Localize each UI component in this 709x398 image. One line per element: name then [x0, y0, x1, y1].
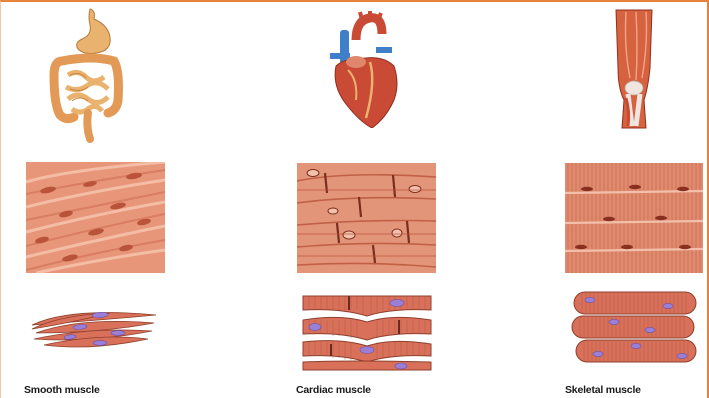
smooth-muscle-micrograph — [26, 162, 165, 273]
skeletal-muscle-micrograph — [565, 163, 703, 273]
skeletal-muscle-diagram — [570, 290, 698, 372]
heart-icon — [326, 10, 398, 128]
smooth-muscle-diagram — [30, 303, 158, 351]
leg-muscles-icon — [610, 8, 658, 130]
cardiac-muscle-diagram — [301, 290, 433, 372]
cardiac-muscle-micrograph — [297, 163, 436, 273]
label-smooth-muscle: Smooth muscle — [24, 384, 100, 396]
digestive-tract-icon — [48, 5, 126, 145]
label-skeletal-muscle: Skeletal muscle — [565, 384, 641, 396]
label-cardiac-muscle: Cardiac muscle — [296, 384, 371, 396]
